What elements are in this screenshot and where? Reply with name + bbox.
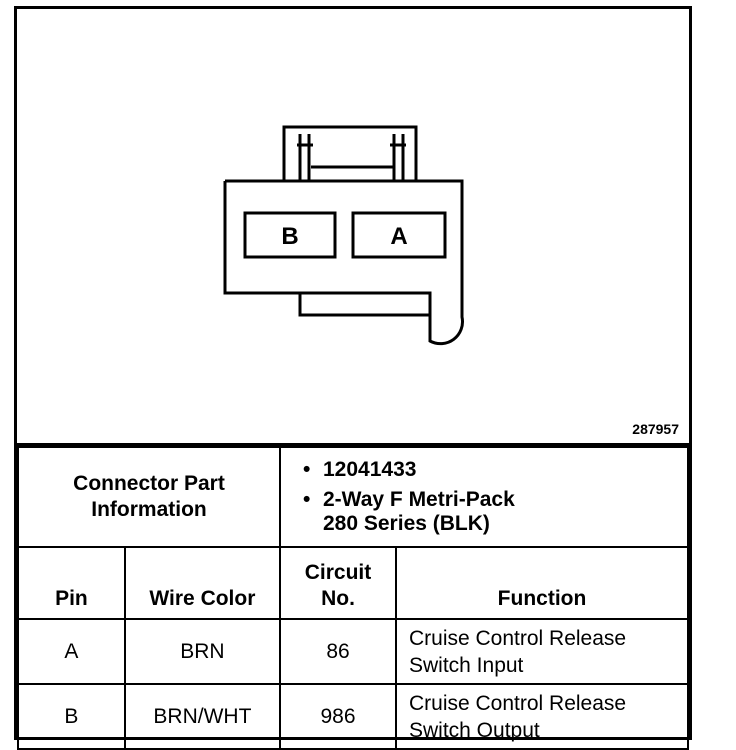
part-number: 12041433 [323, 458, 417, 481]
function-line2: Switch Output [409, 718, 540, 742]
list-item: • 2-Way F Metri-Pack 280 Series (BLK) [303, 488, 687, 536]
cavity-b-label: B [281, 223, 298, 250]
function-line1: Cruise Control Release [409, 691, 627, 715]
cavity-a: A [351, 211, 447, 259]
header-circuit: Circuit No. [279, 546, 397, 620]
header-wire-color: Wire Color [123, 546, 282, 620]
circuit-cell: 986 [279, 683, 397, 750]
connector-diagram: B A 287957 [17, 9, 689, 446]
function-line1: Cruise Control Release [409, 626, 627, 650]
function-cell: Cruise Control Release Switch Output [395, 683, 689, 750]
table-row: A BRN 86 Cruise Control Release Switch I… [17, 618, 689, 685]
wire-color-cell: BRN [123, 618, 282, 685]
pin-cell: B [17, 683, 126, 750]
connector-body [223, 179, 464, 346]
function-cell: Cruise Control Release Switch Input [395, 618, 689, 685]
header-circuit-line1: Circuit [304, 561, 372, 584]
bullet-icon: • [303, 458, 311, 481]
connector-part-info-list: • 12041433 • 2-Way F Metri-Pack 280 Seri… [279, 446, 689, 548]
list-item: • 12041433 [303, 458, 687, 482]
figure-number: 287957 [632, 421, 679, 437]
header-function: Function [395, 546, 689, 620]
connector-table: Connector Part Information • 12041433 • … [17, 446, 689, 750]
connector-part-info-row: Connector Part Information • 12041433 • … [17, 446, 689, 548]
connector-frame: B A 287957 Connector Part Information • … [14, 6, 692, 750]
cpi-label-line2: Information [91, 498, 207, 521]
connector-type-line2: 280 Series (BLK) [323, 512, 490, 535]
wire-color-cell: BRN/WHT [123, 683, 282, 750]
cavity-b: B [243, 211, 337, 259]
connector-part-info-label: Connector Part Information [17, 446, 281, 548]
pin-cell: A [17, 618, 126, 685]
cavity-a-label: A [390, 223, 407, 250]
bullet-icon: • [303, 488, 311, 511]
cpi-label-line1: Connector Part [73, 472, 225, 495]
connector-type-line1: 2-Way F Metri-Pack [323, 488, 515, 511]
column-header-row: Pin Wire Color Circuit No. Function [17, 546, 689, 620]
function-line2: Switch Input [409, 653, 524, 677]
circuit-cell: 86 [279, 618, 397, 685]
header-pin: Pin [17, 546, 126, 620]
connector-latch [282, 125, 418, 183]
table-row: B BRN/WHT 986 Cruise Control Release Swi… [17, 683, 689, 750]
connector-drawing: B A [223, 125, 464, 346]
header-circuit-line2: No. [321, 587, 355, 610]
